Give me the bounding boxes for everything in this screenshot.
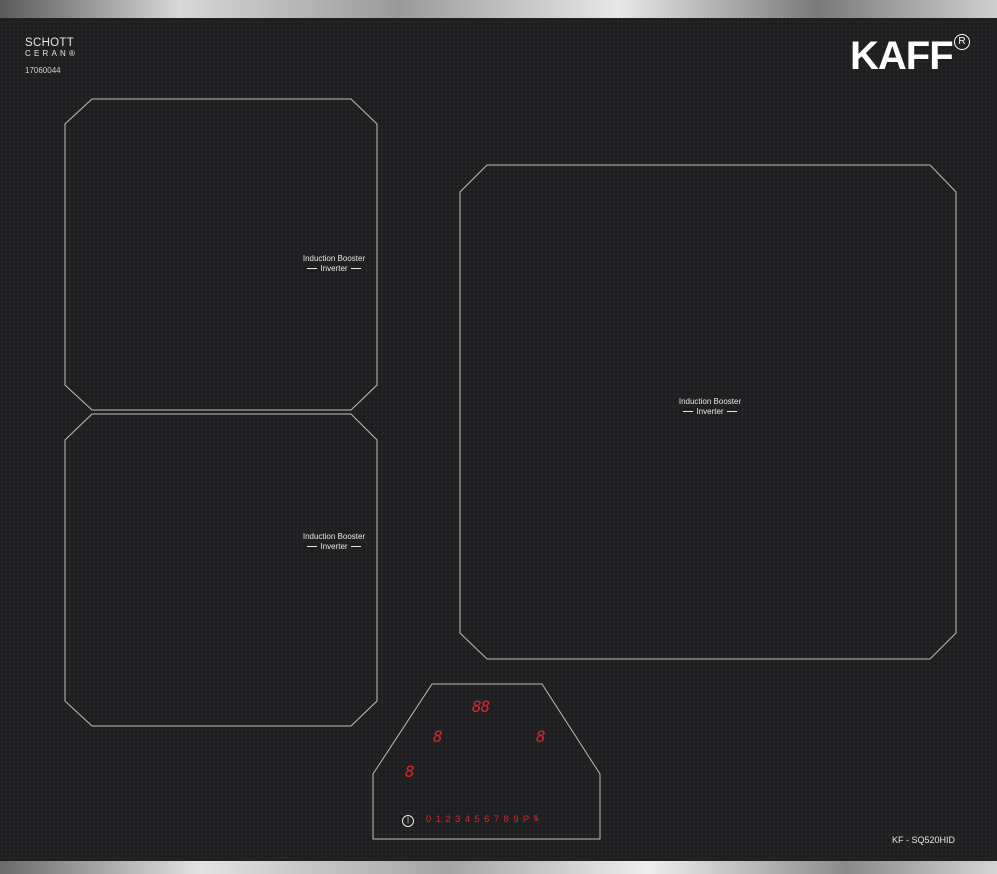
level-1[interactable]: 1 xyxy=(435,814,441,825)
kaff-brand-logo: KAFF xyxy=(850,34,954,78)
zone-title: Induction Booster xyxy=(302,254,366,263)
zone-label-top-left: Induction Booster Inverter xyxy=(289,254,379,273)
level-9[interactable]: 9 xyxy=(513,814,519,825)
bottom-steel-edge xyxy=(0,861,997,874)
level-p[interactable]: P xyxy=(522,814,530,825)
right-zone-display[interactable]: 8 xyxy=(536,727,546,746)
zone-title: Induction Booster xyxy=(302,532,366,541)
power-level-slider[interactable]: 0 1 2 3 4 5 6 7 8 9 P \\\ xyxy=(426,814,539,825)
level-7[interactable]: 7 xyxy=(493,814,500,825)
model-number: KF - SQ520HID xyxy=(892,835,956,845)
schott-logo-text: SCHOTT xyxy=(25,37,75,49)
lower-zone-display[interactable]: 8 xyxy=(405,762,415,781)
timer-display[interactable]: 88 xyxy=(472,697,490,716)
zone-subtitle: Inverter xyxy=(320,263,348,273)
registered-mark: R xyxy=(954,34,970,50)
zone-label-bottom-left: Induction Booster Inverter xyxy=(289,532,379,551)
ceran-reg-mark: ® xyxy=(69,49,75,58)
serial-number: 17060044 xyxy=(25,66,61,75)
left-zone-display[interactable]: 8 xyxy=(433,727,443,746)
zone-title: Induction Booster xyxy=(678,397,742,406)
level-8[interactable]: 8 xyxy=(503,814,509,825)
zone-outline-bottom-left xyxy=(64,413,378,727)
booster-icon[interactable]: \\\ xyxy=(533,814,539,823)
ceran-logo-text: CERAN xyxy=(25,49,70,58)
zone-outline-top-left xyxy=(64,98,378,411)
zone-outline-right xyxy=(459,164,957,660)
level-3[interactable]: 3 xyxy=(455,814,461,825)
zone-label-right: Induction Booster Inverter xyxy=(665,397,755,416)
level-5[interactable]: 5 xyxy=(474,814,480,825)
level-6[interactable]: 6 xyxy=(484,814,490,825)
power-icon[interactable]: | xyxy=(402,815,414,827)
zone-subtitle: Inverter xyxy=(696,406,724,416)
zone-subtitle: Inverter xyxy=(320,541,348,551)
top-steel-edge xyxy=(0,0,997,18)
level-0[interactable]: 0 xyxy=(426,814,432,825)
control-panel-outline xyxy=(372,683,601,840)
level-2[interactable]: 2 xyxy=(445,814,451,825)
level-4[interactable]: 4 xyxy=(464,814,471,825)
schott-ceran-logo: SCHOTT CERAN® 17060044 xyxy=(25,37,75,75)
